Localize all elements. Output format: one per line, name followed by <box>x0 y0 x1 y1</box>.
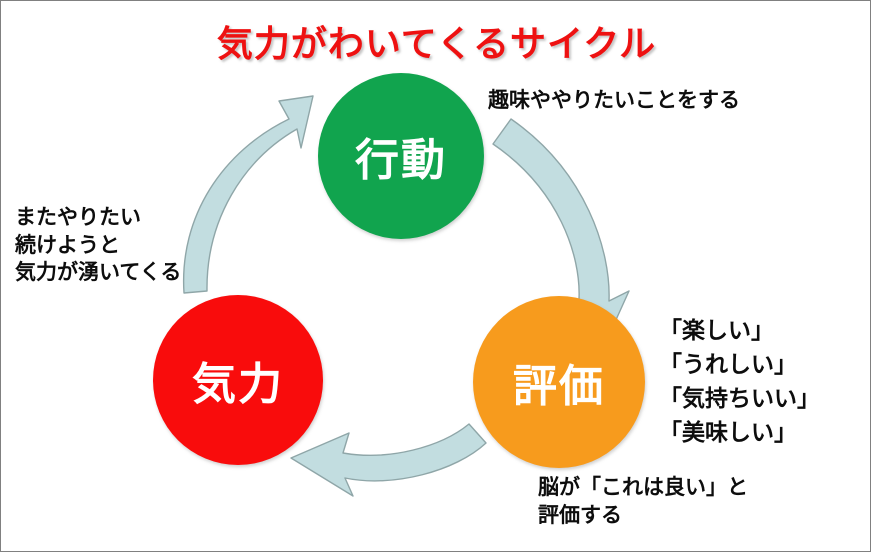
node-evaluation-label: 評価 <box>513 361 605 412</box>
node-energy-label: 気力 <box>192 359 284 410</box>
label-evaluation-feelings: 「楽しい」 「うれしい」 「気持ちいい」 「美味しい」 <box>659 318 820 447</box>
arrow-evaluation-to-energy-icon <box>290 423 487 497</box>
node-evaluation[interactable]: 評価 <box>473 296 645 468</box>
arrow-energy-to-action-icon <box>182 95 314 294</box>
node-action-label: 行動 <box>355 135 447 186</box>
label-energy-to-action: またやりたい 続けようと 気力が湧いてくる <box>15 205 182 285</box>
page-title: 気力がわいてくるサイクル <box>216 24 657 65</box>
label-evaluation-to-energy: 脳が「これは良い」と 評価する <box>538 475 748 528</box>
node-action[interactable]: 行動 <box>318 73 484 239</box>
node-energy[interactable]: 気力 <box>153 295 323 465</box>
label-action-to-evaluation: 趣味ややりたいことをする <box>488 88 740 112</box>
